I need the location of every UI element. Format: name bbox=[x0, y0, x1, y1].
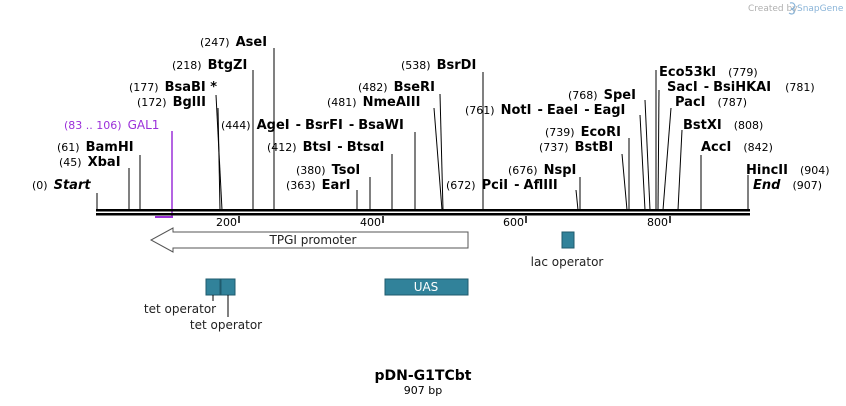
site-hincII[interactable]: HincII(904) bbox=[746, 163, 830, 178]
site-btgzI[interactable]: (218)BtgZI bbox=[172, 58, 247, 73]
site-pciI[interactable]: (672)PciI-AflIII bbox=[446, 178, 558, 193]
sequence-backbone bbox=[96, 209, 750, 216]
site-ageI[interactable]: (444)AgeI-BsrFI-BsaWI bbox=[221, 118, 404, 133]
site-sacI[interactable]: SacI-BsiHKAI(781) bbox=[667, 80, 815, 95]
gal1-label[interactable]: (83 .. 106)GAL1 bbox=[64, 118, 159, 132]
ruler-ticks: 200 400 600 800 bbox=[216, 216, 671, 229]
site-lines bbox=[96, 48, 749, 211]
credit-prefix: Created by bbox=[748, 4, 798, 14]
map-subtitle: 907 bp bbox=[404, 384, 442, 397]
site-earI[interactable]: (363)EarI bbox=[286, 178, 351, 193]
site-speI[interactable]: (768)SpeI bbox=[568, 88, 636, 103]
line-pciI bbox=[575, 189, 579, 211]
tet-operator-box-1[interactable] bbox=[205, 278, 221, 296]
line-sacI bbox=[657, 89, 660, 211]
site-tsoI[interactable]: (380)TsoI bbox=[296, 163, 360, 178]
snapgene-credit: Created by SnapGene bbox=[748, 2, 844, 15]
lac-operator-label: lac operator bbox=[531, 255, 604, 269]
site-nspI[interactable]: (676)NspI bbox=[508, 163, 576, 178]
map-title: pDN-G1TCbt bbox=[375, 368, 472, 384]
tet-operator-features[interactable]: tet operator tet operator bbox=[144, 278, 262, 332]
site-bsrdI[interactable]: (538)BsrDI bbox=[401, 58, 476, 73]
line-bstBI bbox=[621, 153, 628, 211]
site-bamhI[interactable]: (61)BamHI bbox=[57, 140, 134, 155]
site-bstBI[interactable]: (737)BstBI bbox=[539, 140, 613, 155]
tet-operator-box-2[interactable] bbox=[220, 278, 236, 296]
site-labels: (247)AseI (218)BtgZI (177)BsaBI * (172)B… bbox=[32, 35, 830, 193]
tick-label-600: 600 bbox=[503, 216, 524, 229]
site-accI[interactable]: AccI(842) bbox=[701, 140, 773, 155]
site-bseRI[interactable]: (482)BseRI bbox=[358, 80, 435, 95]
line-pacI bbox=[662, 107, 672, 211]
uas-label: UAS bbox=[414, 280, 439, 294]
snapgene-logo-icon bbox=[788, 2, 796, 15]
credit-brand: SnapGene bbox=[797, 4, 844, 14]
line-bstXI bbox=[677, 129, 683, 211]
site-btsI[interactable]: (412)BtsI-BtsαI bbox=[267, 140, 384, 155]
lac-operator-feature[interactable]: lac operator bbox=[531, 231, 604, 269]
line-bseRI bbox=[439, 93, 444, 211]
terminal-end: End(907) bbox=[753, 178, 822, 193]
terminal-start: (0)Start bbox=[32, 178, 91, 193]
site-xbaI[interactable]: (45)XbaI bbox=[59, 155, 121, 170]
line-speI bbox=[644, 99, 651, 211]
site-bglII[interactable]: (172)BglII bbox=[137, 95, 206, 110]
tick-label-400: 400 bbox=[360, 216, 381, 229]
tpgi-promoter-feature[interactable]: TPGI promoter bbox=[149, 227, 469, 253]
tet-operator-label-1: tet operator bbox=[144, 302, 216, 316]
site-bsabI[interactable]: (177)BsaBI * bbox=[129, 80, 217, 95]
line-notI bbox=[639, 114, 646, 211]
tick-label-800: 800 bbox=[647, 216, 668, 229]
site-ecoRI[interactable]: (739)EcoRI bbox=[545, 125, 621, 140]
site-notI[interactable]: (761)NotI-EaeI-EagI bbox=[465, 103, 625, 118]
gal1-marker[interactable] bbox=[155, 131, 173, 218]
tick-label-200: 200 bbox=[216, 216, 237, 229]
site-nmeaiii[interactable]: (481)NmeAIII bbox=[327, 95, 420, 110]
promoter-arrow-icon bbox=[149, 227, 469, 253]
promoter-label: TPGI promoter bbox=[269, 233, 357, 247]
line-bsabI bbox=[215, 94, 223, 211]
site-pacI[interactable]: PacI(787) bbox=[675, 95, 747, 110]
site-bstXI[interactable]: BstXI(808) bbox=[683, 118, 763, 133]
uas-feature[interactable]: UAS bbox=[384, 278, 469, 296]
line-nmeaiii bbox=[433, 107, 443, 211]
site-eco53kI[interactable]: Eco53kI(779) bbox=[659, 65, 758, 80]
tet-operator-label-2: tet operator bbox=[190, 318, 262, 332]
site-aseI[interactable]: (247)AseI bbox=[200, 35, 267, 50]
